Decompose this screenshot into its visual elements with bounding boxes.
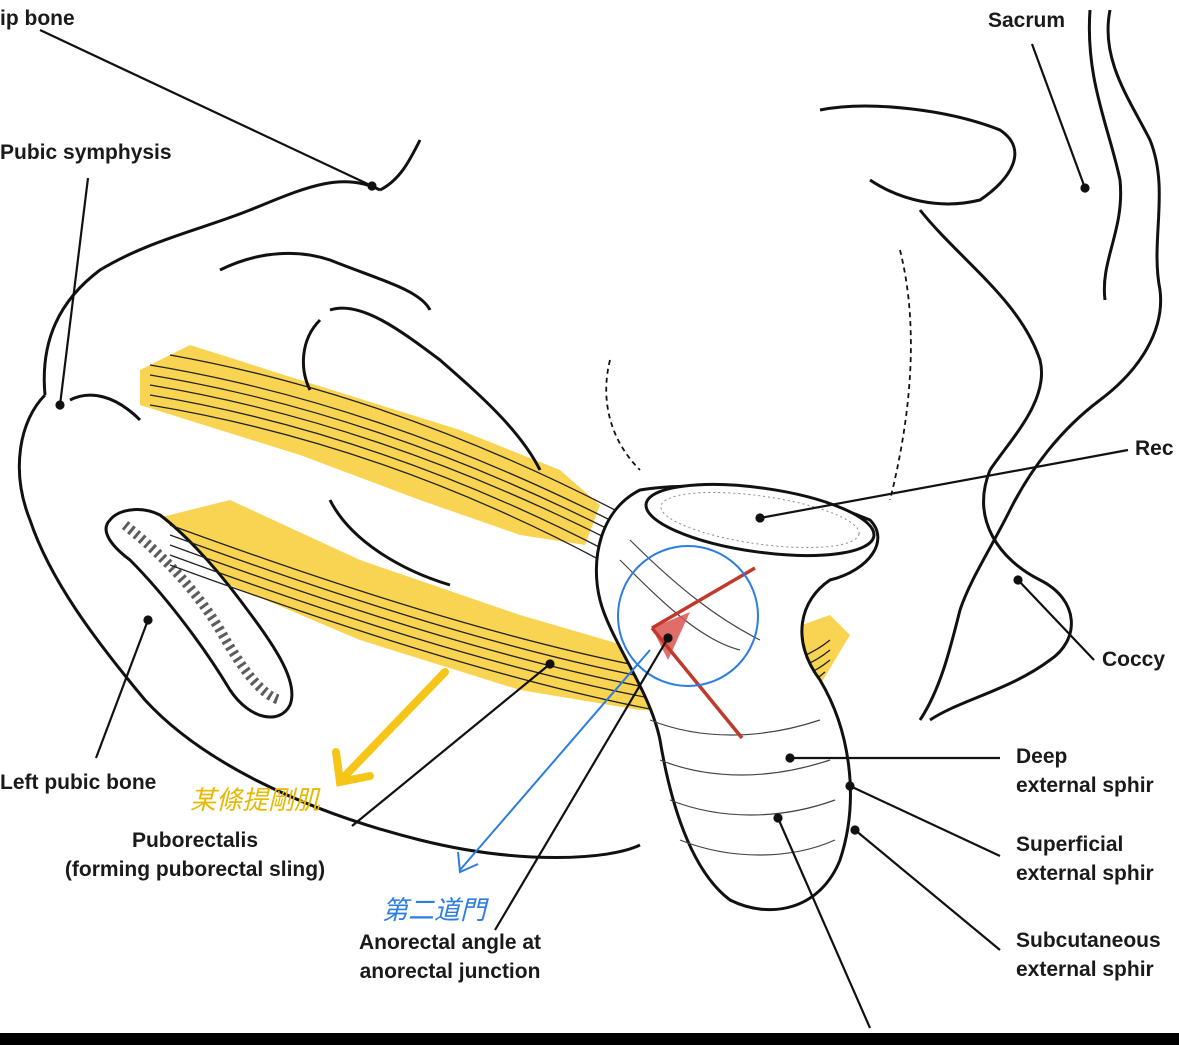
blue-handwritten-note: 第二道門: [382, 896, 487, 926]
label-rectum: Rec: [1135, 437, 1174, 460]
label-subcutaneous-sphincter: Subcutaneous external sphir: [1016, 926, 1161, 984]
dashed-outline: [605, 249, 912, 501]
label-anorectal-line1: Anorectal angle at: [358, 931, 542, 954]
label-pubic-symphysis: Pubic symphysis: [0, 141, 172, 164]
label-deep-sphincter: Deep external sphir: [1016, 742, 1154, 800]
label-superficial-line2: external sphir: [1016, 862, 1154, 885]
blue-annotation: [457, 545, 759, 874]
left-pubic-bone-shape: [104, 508, 294, 719]
label-superficial-sphincter: Superficial external sphir: [1016, 830, 1154, 888]
yellow-handwritten-note: 某條提剛肌: [190, 786, 321, 816]
label-puborectalis-line2: (forming puborectal sling): [64, 858, 326, 881]
label-puborectalis-line1: Puborectalis: [131, 829, 259, 852]
bottom-black-bar: [0, 1033, 1179, 1045]
sacrum-coccyx-outline: [819, 9, 1163, 722]
label-left-pubic-bone: Left pubic bone: [0, 771, 157, 794]
pelvic-bone-outline: [17, 139, 641, 859]
label-sacrum: Sacrum: [988, 9, 1066, 32]
label-anorectal-angle: Anorectal angle at anorectal junction: [330, 928, 570, 986]
label-subcutaneous-line2: external sphir: [1016, 958, 1154, 981]
label-deep-line1: Deep: [1016, 745, 1068, 768]
label-subcutaneous-line1: Subcutaneous: [1016, 929, 1161, 952]
label-puborectalis: Puborectalis (forming puborectal sling): [30, 826, 360, 884]
yellow-arrow: [332, 668, 449, 787]
label-superficial-line1: Superficial: [1016, 833, 1124, 856]
label-coccyx: Coccy: [1102, 648, 1166, 671]
label-anorectal-line2: anorectal junction: [359, 960, 541, 983]
label-hip-bone: ip bone: [0, 7, 75, 30]
levator-fibers-upper: [149, 354, 616, 561]
yellow-highlight-upper: [140, 345, 600, 545]
leader-lines: [39, 29, 1129, 1029]
rectum-shape: [594, 482, 880, 912]
label-deep-line2: external sphir: [1016, 774, 1154, 797]
